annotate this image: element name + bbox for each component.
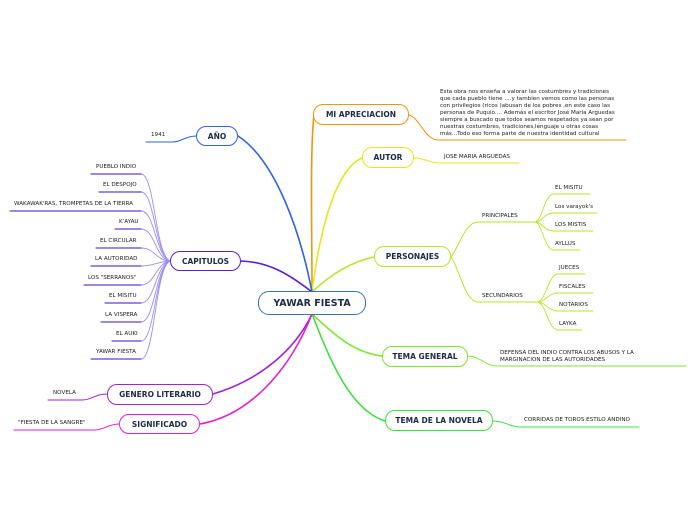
chapter-item[interactable]: EL AUKI <box>116 331 138 337</box>
link-apreciacion <box>310 114 315 293</box>
chapter-item[interactable]: EL CIRCULAR <box>100 238 137 244</box>
tema-general-text[interactable]: DEFENSA DEL INDIO CONTRA LOS ABUSOS Y LA… <box>500 350 634 364</box>
link-significado <box>199 313 313 425</box>
secondary-character[interactable]: FISCALES <box>559 284 586 290</box>
chapter-item[interactable]: EL DESPOJO <box>103 182 137 188</box>
link-personajes <box>311 256 375 293</box>
chapter-item[interactable]: EL MISITU <box>109 293 137 299</box>
chapter-item[interactable]: PUEBLO INDIO <box>96 164 137 170</box>
link-capitulos <box>240 260 313 293</box>
tema-general-line: DEFENSA DEL INDIO CONTRA LOS ABUSOS Y LA <box>500 350 634 356</box>
apreciacion-line: con privilegios (ricos )abusan de los po… <box>440 103 611 109</box>
link-autor <box>311 157 363 293</box>
mi-apreciacion-node[interactable]: MI APRECIACION <box>313 104 409 125</box>
apreciacion-line: que cada pueblo tiene ....y tambien vemo… <box>440 96 615 102</box>
chapter-item[interactable]: LA VISPERA <box>105 312 138 318</box>
chapter-item[interactable]: LA AUTORIDAD <box>95 256 138 262</box>
principal-character[interactable]: EL MISITU <box>555 185 583 191</box>
principal-character[interactable]: Los varayok's <box>555 204 594 210</box>
tema-novela-value[interactable]: CORRIDAS DE TOROS ESTILO ANDINO <box>524 417 630 423</box>
secondary-character[interactable]: JUECES <box>559 265 580 271</box>
significado-value[interactable]: "FIESTA DE LA SANGRE" <box>18 420 86 426</box>
chapter-item[interactable]: K'AYAU <box>119 219 139 225</box>
chapter-item[interactable]: WAKAWAK'RAS, TROMPETAS DE LA TIERRA <box>14 201 134 207</box>
personajes-node[interactable]: PERSONAJES <box>374 246 451 267</box>
genero-literario-node[interactable]: GENERO LITERARIO <box>107 384 213 405</box>
secundarios-label[interactable]: SECUNDARIOS <box>482 293 523 299</box>
link-tema-novela <box>311 313 386 422</box>
apreciacion-line: siempre a buscado que todos seamos respe… <box>440 117 614 123</box>
link-anio <box>237 135 313 293</box>
secondary-character[interactable]: NOTARIOS <box>559 302 588 308</box>
chapter-item[interactable]: YAWAR FIESTA <box>96 349 136 355</box>
tema-general-line: MARGINACION DE LAS AUTORIDADES <box>500 357 606 363</box>
autor-node[interactable]: AUTOR <box>362 147 414 168</box>
principal-character[interactable]: LOS MISTIS <box>555 222 587 228</box>
principales-label[interactable]: PRINCIPALES <box>482 213 518 219</box>
significado-node[interactable]: SIGNIFICADO <box>119 414 200 434</box>
anio-node[interactable]: AÑO <box>196 126 238 146</box>
chapter-item[interactable]: LOS "SERRANOS" <box>88 275 137 281</box>
link-genero <box>212 313 313 395</box>
apreciacion-line: más...Todo eso forma parte de nuestra id… <box>440 131 600 137</box>
tema-general-node[interactable]: TEMA GENERAL <box>382 346 468 367</box>
capitulos-node[interactable]: CAPITULOS <box>170 251 241 271</box>
apreciacion-line: Esta obra nos enseña a valorar las costu… <box>440 89 610 95</box>
central-topic-node[interactable]: YAWAR FIESTA <box>258 291 366 315</box>
principal-character[interactable]: AYLLUS <box>555 241 576 247</box>
anio-value[interactable]: 1941 <box>151 132 166 138</box>
link-tema-general <box>311 313 383 357</box>
apreciacion-line: personas de Puquio.... Además el escrito… <box>440 110 615 116</box>
secondary-character[interactable]: LAYKA <box>559 321 577 327</box>
autor-value[interactable]: JOSE MARIA ARGUEDAS <box>444 154 510 160</box>
apreciacion-line: nuestras costumbres, tradiciones,lenguaj… <box>440 124 599 130</box>
apreciacion-text: Esta obra nos enseña a valorar las costu… <box>440 89 630 138</box>
genero-value[interactable]: NOVELA <box>53 390 76 396</box>
tema-de-la-novela-node[interactable]: TEMA DE LA NOVELA <box>385 410 493 431</box>
